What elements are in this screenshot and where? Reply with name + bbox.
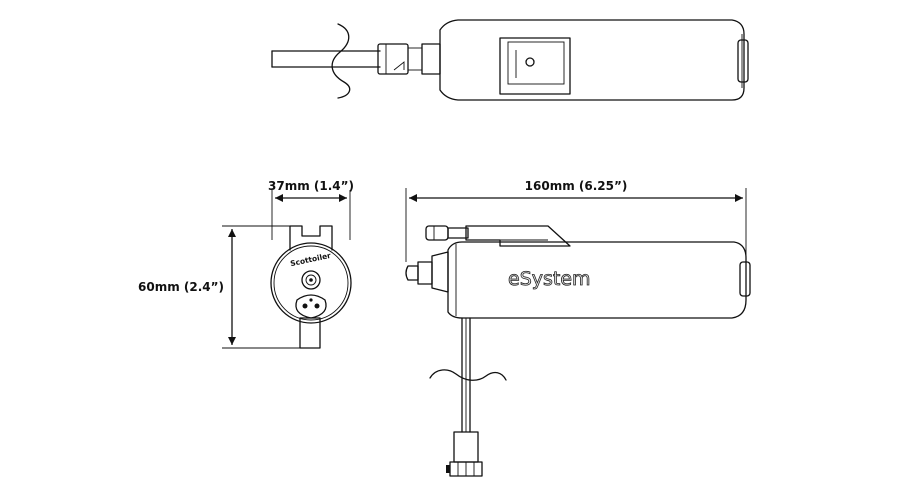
top-connector (377, 43, 422, 75)
front-width-label: 37mm (1.4”) (268, 179, 354, 193)
top-nozzle (421, 43, 441, 75)
side-view: 160mm (6.25”) eSystem (405, 179, 751, 477)
top-cable (271, 50, 381, 68)
front-body (270, 242, 352, 324)
side-break-mark (429, 369, 507, 381)
front-view: 37mm (1.4”) 60mm (2.4”) Scottoiler (138, 179, 354, 349)
top-view (271, 19, 749, 101)
top-body (439, 19, 745, 101)
top-clip (499, 37, 571, 95)
side-length-label: 160mm (6.25”) (525, 179, 628, 193)
front-socket (295, 294, 327, 319)
front-brand-label: Scottoiler (289, 251, 332, 268)
side-cable (461, 317, 471, 433)
side-clip (465, 225, 571, 247)
front-clip (289, 225, 333, 251)
side-upper-nozzle (425, 225, 469, 241)
side-body (447, 241, 747, 319)
side-product-logo: eSystem (508, 268, 591, 290)
front-height-dimension: 60mm (2.4”) (138, 225, 310, 349)
top-break-mark (331, 23, 351, 99)
side-plug (446, 431, 483, 477)
side-length-dimension: 160mm (6.25”) (405, 179, 747, 262)
front-width-dimension: 37mm (1.4”) (268, 179, 354, 240)
front-height-label: 60mm (2.4”) (138, 280, 224, 294)
side-barb (405, 251, 449, 293)
